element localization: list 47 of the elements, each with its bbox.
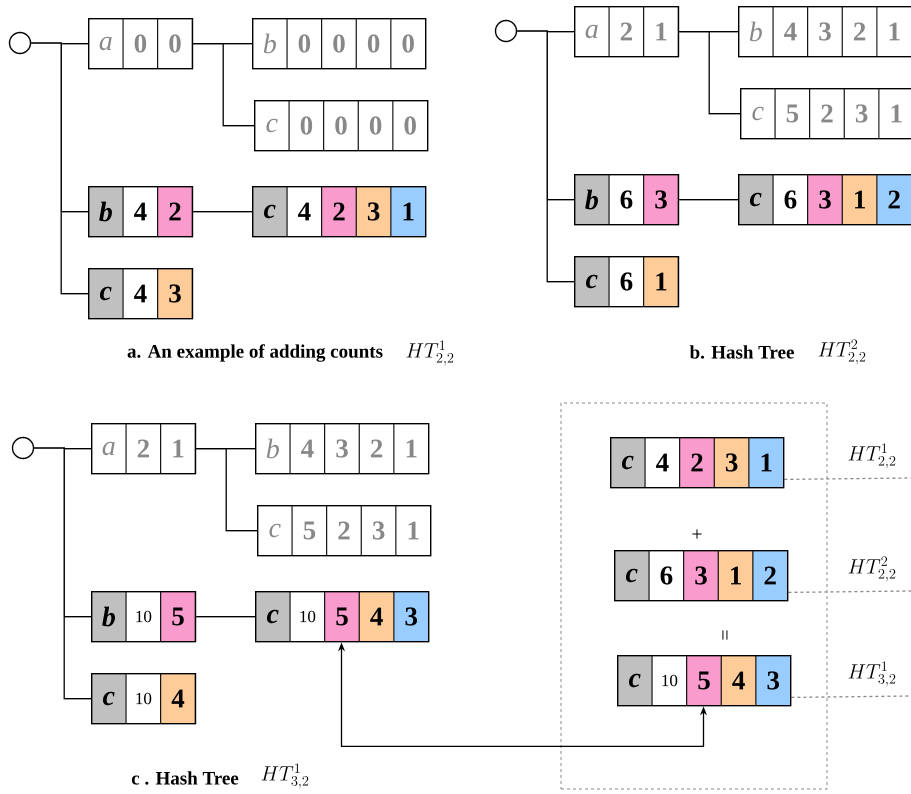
caption-formula: $HT^{1}_{3,2}$ xyxy=(262,763,308,788)
operator-sign: + xyxy=(692,529,702,539)
caption: b. Hash Tree xyxy=(690,345,794,359)
root-circle xyxy=(494,20,518,42)
record-box: c 6 3 1 2 xyxy=(614,550,788,602)
record-box: c 10 5 4 3 xyxy=(617,655,792,706)
record-box: c 0 0 0 0 xyxy=(254,100,428,152)
caption-formula: $HT^{1}_{2,2}$ xyxy=(406,340,454,366)
record-box: c 6 3 1 2 xyxy=(738,174,911,226)
record-box: b 10 5 xyxy=(91,591,196,642)
record-box: c 4 3 xyxy=(88,268,194,320)
record-box: c 6 1 xyxy=(574,256,680,308)
leader-line xyxy=(791,695,911,698)
record-box: c 4 2 3 1 xyxy=(252,186,426,238)
record-box: b 4 3 2 1 xyxy=(738,6,911,58)
leader-line xyxy=(788,590,911,594)
record-box: c 10 5 4 3 xyxy=(255,591,430,642)
caption: c . Hash Tree xyxy=(132,771,238,785)
record-box: a 2 1 xyxy=(574,6,680,58)
record-box: c 5 2 3 1 xyxy=(257,505,432,556)
caption: a. An example of adding counts xyxy=(128,344,383,362)
record-box: a 0 0 xyxy=(88,18,194,70)
connector-line xyxy=(679,31,740,114)
record-box: b 4 3 2 1 xyxy=(255,423,430,474)
dashed-frame xyxy=(560,402,828,790)
record-box: b 0 0 0 0 xyxy=(252,18,426,70)
edge-label: $HT^{1}_{2,2}$ xyxy=(848,443,896,468)
connector-line xyxy=(196,448,257,532)
record-box: b 6 3 xyxy=(574,174,680,226)
connector-line xyxy=(31,42,88,294)
connector-line xyxy=(193,43,254,126)
connector-line xyxy=(679,199,738,200)
edge-label: $HT^{2}_{2,2}$ xyxy=(848,556,896,582)
root-circle xyxy=(12,436,34,460)
record-box: c 10 4 xyxy=(91,673,196,724)
connector-line xyxy=(34,447,91,700)
root-circle xyxy=(8,32,32,54)
record-box: b 4 2 xyxy=(88,186,194,238)
record-box: c 4 2 3 1 xyxy=(610,437,784,488)
caption-formula: $HT^{2}_{2,2}$ xyxy=(818,339,866,364)
connector-line xyxy=(517,30,574,282)
connector-line xyxy=(193,211,252,212)
operator-sign: = xyxy=(722,630,728,640)
edge-label: $HT^{1}_{3,2}$ xyxy=(848,661,896,686)
record-box: c 5 2 3 1 xyxy=(740,88,911,140)
connector-line xyxy=(196,616,255,618)
record-box: a 2 1 xyxy=(91,423,196,474)
